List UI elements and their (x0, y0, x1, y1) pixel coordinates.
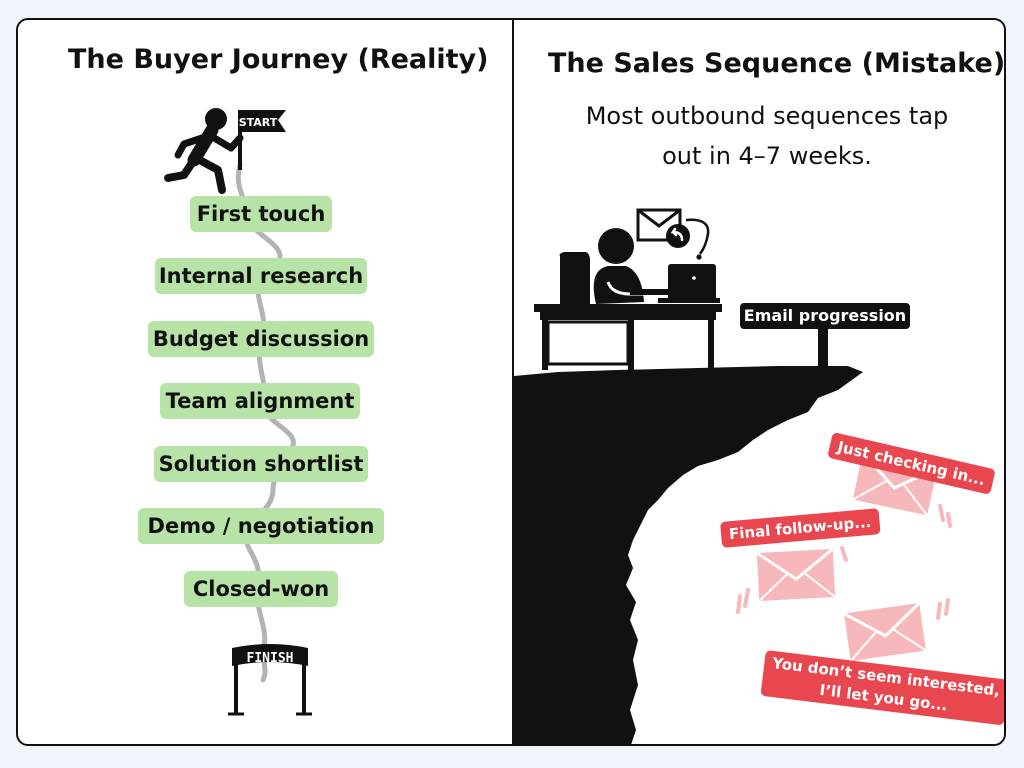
sign-post (818, 328, 828, 370)
stage-first-touch: First touch (190, 196, 332, 232)
buyer-journey-title: The Buyer Journey (Reality) (68, 44, 489, 75)
stage-solution-shortlist: Solution shortlist (154, 446, 368, 482)
sales-sequence-subtitle: Most outbound sequences tap out in 4–7 w… (538, 96, 996, 176)
finish-gate-label: FINISH (247, 651, 294, 666)
illustration-layer: START FINISH (164, 108, 952, 744)
stage-team-alignment: Team alignment (160, 383, 360, 419)
stage-closed-won: Closed-won (184, 571, 338, 607)
laptop-icon (658, 264, 720, 303)
runner-icon (164, 108, 244, 194)
email-reply-icon (636, 208, 710, 260)
subtitle-line-1: Most outbound sequences tap (585, 102, 949, 130)
comparison-panel: START FINISH (16, 18, 1006, 746)
email-progression-sign: Email progression (740, 303, 910, 329)
start-flag-label: START (239, 116, 278, 129)
motion-lines (736, 504, 952, 620)
stage-internal-research: Internal research (155, 258, 367, 294)
start-flag-icon (238, 110, 286, 170)
cliff-silhouette (514, 366, 863, 744)
stage-budget-discussion: Budget discussion (148, 321, 374, 357)
subtitle-line-2: out in 4–7 weeks. (662, 142, 872, 170)
panel-divider (512, 20, 514, 744)
person-icon (593, 228, 668, 304)
envelope-icon (755, 547, 836, 602)
desk-icon (534, 304, 722, 370)
finish-gate-icon (228, 644, 312, 716)
stage-demo-negotiation: Demo / negotiation (138, 508, 384, 544)
envelope-icon (843, 601, 927, 662)
sales-sequence-title: The Sales Sequence (Mistake) (548, 48, 1006, 79)
chair-icon (559, 252, 590, 304)
